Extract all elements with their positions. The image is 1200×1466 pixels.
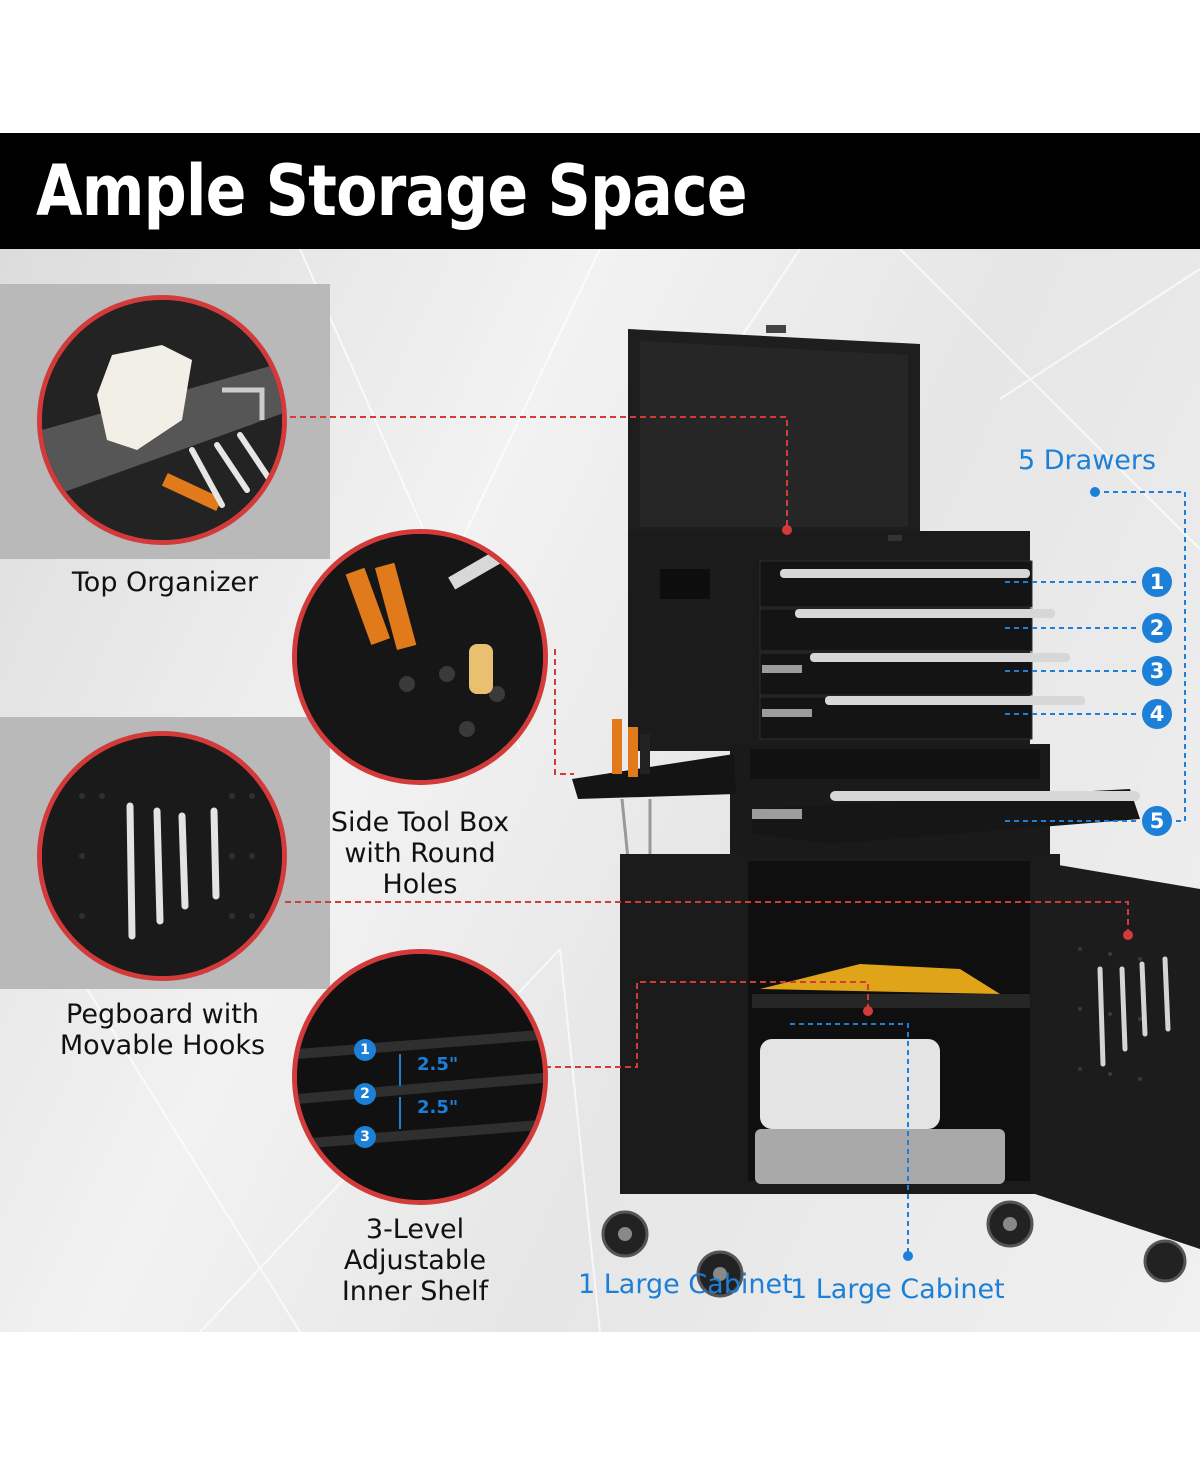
feature-label-top-organizer: Top Organizer — [71, 567, 259, 598]
pegboard-photo — [37, 731, 287, 981]
shelf-level-2: 2 — [354, 1083, 376, 1105]
feature-label-pegboard: Pegboard with Movable Hooks — [59, 999, 266, 1061]
drawer-number-3: 3 — [1142, 656, 1172, 686]
shelf-level-3: 3 — [354, 1126, 376, 1148]
inner-shelf-photo: 1 2 3 2.5" 2.5" — [292, 949, 548, 1205]
cabinet-label: 1 Large Cabinet — [790, 1274, 1005, 1305]
drawer-number-2: 2 — [1142, 613, 1172, 643]
shelf-level-1: 1 — [354, 1039, 376, 1061]
callout-lines — [285, 416, 1186, 1261]
tool-chest-illustration — [572, 325, 1200, 1298]
drawer-number-5: 5 — [1142, 806, 1172, 836]
drawers-label: 5 Drawers — [1018, 445, 1157, 476]
shelf-gap-2: 2.5" — [417, 1097, 459, 1118]
title-banner: Ample Storage Space — [0, 133, 1200, 249]
drawer-number-1: 1 — [1142, 567, 1172, 597]
side-tool-box-photo — [292, 529, 548, 785]
drawer-number-4: 4 — [1142, 699, 1172, 729]
product-stage: Top Organizer Side Tool Box with Round H… — [0, 249, 1200, 1332]
feature-label-side-tool-box: Side Tool Box with Round Holes — [330, 807, 510, 900]
page-title: Ample Storage Space — [36, 150, 748, 232]
top-organizer-photo — [37, 295, 287, 545]
cabinet-label-ghost: 1 Large Cabinet — [578, 1269, 793, 1300]
shelf-gap-1: 2.5" — [417, 1054, 459, 1075]
feature-label-inner-shelf: 3-Level Adjustable Inner Shelf — [341, 1214, 489, 1307]
